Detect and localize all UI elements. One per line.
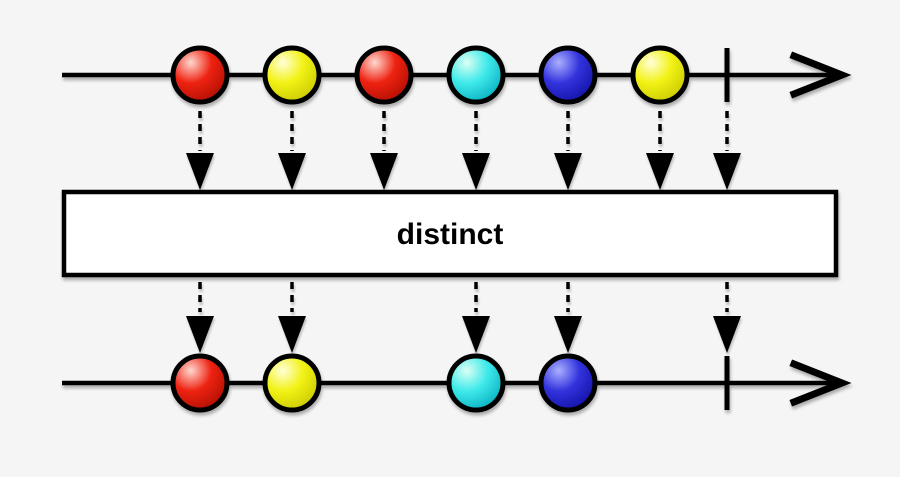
emission-arrowhead-icon — [646, 153, 674, 190]
marble-red — [354, 45, 414, 105]
timeline-arrowhead-icon — [789, 51, 852, 99]
emission-arrowhead-icon — [554, 153, 582, 190]
marble-red — [170, 353, 230, 413]
output-timeline — [62, 353, 852, 413]
marble-blue — [538, 45, 598, 105]
emission-arrowhead-icon — [278, 153, 306, 190]
timeline-arrowhead-icon — [789, 359, 852, 407]
marble-red — [170, 45, 230, 105]
operator-box — [61, 189, 839, 278]
marble-yellow — [262, 45, 322, 105]
input-timeline — [62, 45, 852, 105]
operator-box-group: distinct — [61, 189, 839, 278]
marble-yellow — [630, 45, 690, 105]
marble-cyan — [446, 353, 506, 413]
emission-arrowhead-icon — [713, 153, 741, 190]
emission-arrowhead-icon — [554, 316, 582, 353]
marble-cyan — [446, 45, 506, 105]
emission-arrowhead-icon — [370, 153, 398, 190]
emission-arrowhead-icon — [186, 153, 214, 190]
marble-blue — [538, 353, 598, 413]
marble-yellow — [262, 353, 322, 413]
emission-arrowhead-icon — [278, 316, 306, 353]
emission-arrowhead-icon — [462, 316, 490, 353]
output-emission-arrows — [186, 282, 741, 353]
emission-arrowhead-icon — [186, 316, 214, 353]
emission-arrowhead-icon — [462, 153, 490, 190]
input-emission-arrows — [186, 111, 741, 190]
operator-label: distinct — [397, 218, 504, 251]
emission-arrowhead-icon — [713, 316, 741, 353]
